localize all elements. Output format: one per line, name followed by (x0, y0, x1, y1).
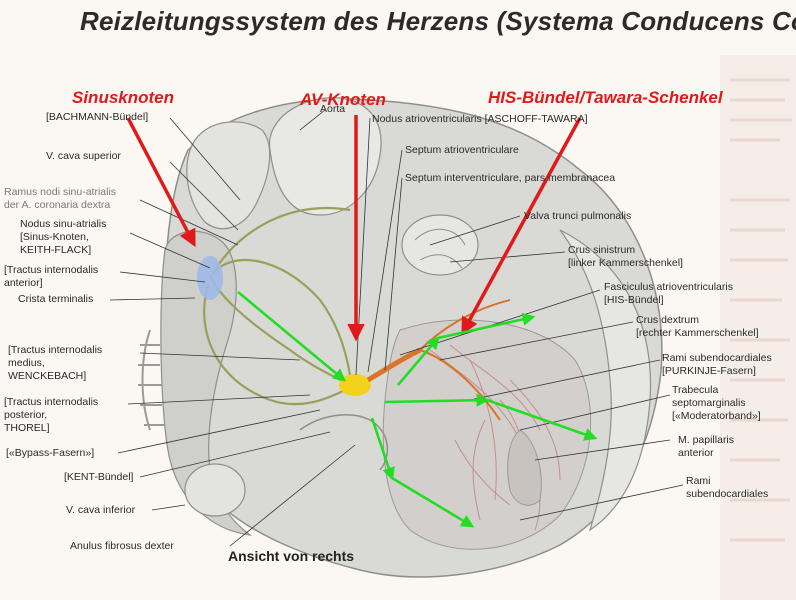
label-rami-2-1: Rami (686, 475, 711, 487)
label-papillaris-1: M. papillaris (678, 434, 735, 446)
label-trabecula-3: [«Moderatorband»] (672, 410, 761, 422)
view-caption: Ansicht von rechts (228, 548, 355, 564)
sa-node (197, 256, 223, 300)
label-sinusknoten: Sinusknoten (72, 88, 175, 107)
his-bundle (366, 347, 422, 383)
heart-body (138, 97, 663, 578)
label-av-knoten: AV-Knoten (300, 90, 386, 109)
label-rami-1-2: [PURKINJE-Fasern] (662, 365, 756, 377)
label-crus-sin-2: [linker Kammerschenkel] (568, 257, 683, 269)
label-tractus-ant-1: [Tractus internodalis (4, 264, 99, 276)
label-tractus-med-1: [Tractus internodalis (8, 344, 103, 356)
background-page (720, 55, 796, 600)
label-kent: [KENT-Bündel] (64, 471, 134, 483)
label-nodus-sa-3: KEITH-FLACK] (20, 244, 92, 256)
label-ramus-2: der A. coronaria dextra (4, 199, 111, 211)
label-rami-2-2: subendocardiales (686, 488, 769, 500)
label-trabecula-1: Trabecula (672, 384, 719, 396)
label-tractus-med-2: medius, (8, 357, 45, 369)
label-tractus-post-2: posterior, (4, 409, 48, 421)
internodal-tracts (203, 207, 352, 406)
label-crus-dex-2: [rechter Kammerschenkel] (636, 327, 759, 339)
label-fasciculus-1: Fasciculus atrioventricularis (604, 281, 733, 293)
label-aorta: Aorta (320, 103, 346, 115)
label-tractus-med-3: WENCKEBACH] (8, 370, 87, 382)
label-anulus: Anulus fibrosus dexter (70, 540, 174, 552)
label-vcava-inf: V. cava inferior (66, 504, 136, 516)
label-rami-1-1: Rami subendocardiales (662, 352, 772, 364)
label-vcava-sup: V. cava superior (46, 150, 121, 162)
label-papillaris-2: anterior (678, 447, 714, 459)
label-septum-av: Septum atrioventriculare (405, 144, 519, 156)
label-nodus-sa-2: [Sinus-Knoten, (20, 231, 89, 243)
label-crus-sin-1: Crus sinistrum (568, 244, 636, 256)
label-ramus-1: Ramus nodi sinu-atrialis (4, 186, 117, 198)
red-arrows (126, 115, 582, 342)
label-nodus-sa-1: Nodus sinu-atrialis (20, 218, 107, 230)
label-bypass: [«Bypass-Fasern»] (6, 447, 95, 459)
crus-dextrum (419, 349, 501, 421)
label-tractus-post-1: [Tractus internodalis (4, 396, 99, 408)
label-his-buendel: HIS-Bündel/Tawara-Schenkel (488, 88, 723, 107)
label-crista: Crista terminalis (18, 293, 94, 305)
label-valva: Valva trunci pulmonalis (524, 210, 632, 222)
label-trabecula-2: septomarginalis (672, 397, 746, 409)
label-septum-iv: Septum interventriculare, pars membranac… (405, 172, 616, 184)
av-node (339, 374, 371, 396)
label-fasciculus-2: [HIS-Bündel] (604, 294, 664, 306)
label-crus-dex-1: Crus dextrum (636, 314, 700, 326)
label-tractus-post-3: THOREL] (4, 422, 50, 434)
green-arrows (237, 290, 598, 528)
label-bachmann: [BACHMANN-Bündel] (46, 111, 149, 123)
page-title: Reizleitungssystem des Herzens (Systema … (80, 6, 796, 36)
label-tractus-ant-2: anterior] (4, 277, 43, 289)
label-nodus-av: Nodus atrioventricularis [ASCHOFF-TAWARA… (372, 113, 588, 125)
